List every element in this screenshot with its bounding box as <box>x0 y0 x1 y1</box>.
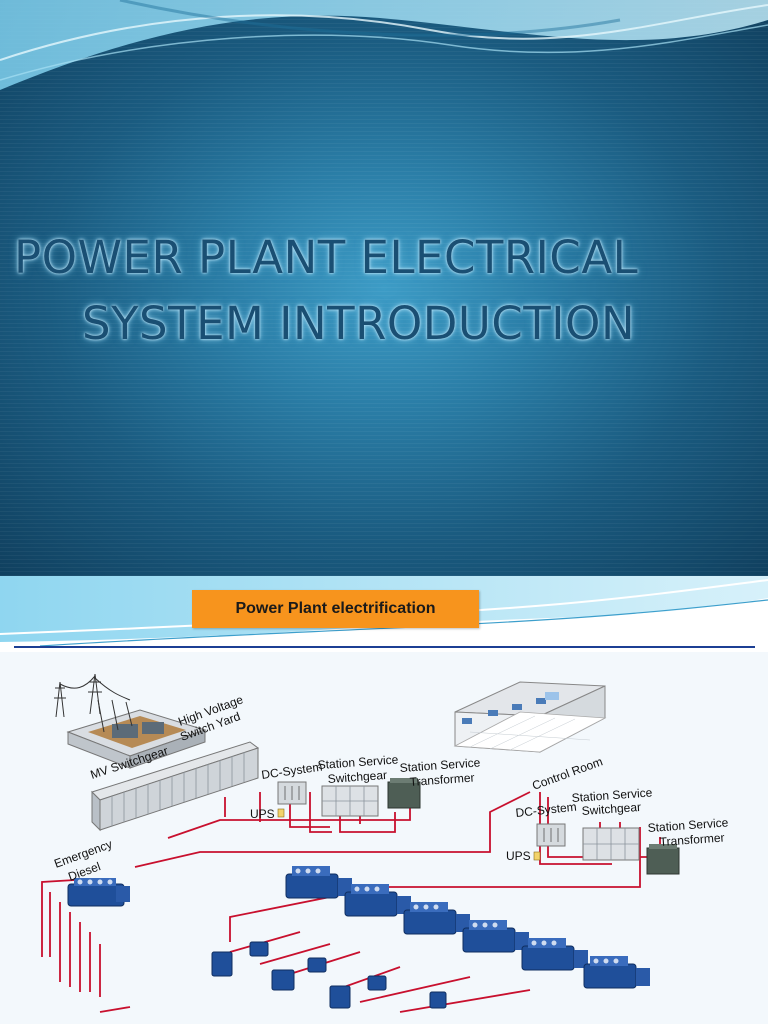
dc-system-2 <box>533 823 566 861</box>
station-service-transformer-1 <box>387 778 421 809</box>
station-service-switchgear-1 <box>321 785 379 817</box>
dc-system-1 <box>277 781 307 818</box>
mv-switchgear <box>91 741 260 832</box>
ss-transformer-1-label-b: Transformer <box>409 770 475 788</box>
header-divider <box>14 646 755 648</box>
ss-switchgear-1-label-a: Station Service <box>317 752 399 772</box>
genset-3 <box>403 902 470 935</box>
dc-system-2-label: DC-System <box>515 800 577 820</box>
station-service-switchgear-2 <box>582 827 640 861</box>
dc-system-1-label: DC-System <box>260 760 323 782</box>
title-line-2: SYSTEM INTRODUCTION <box>82 297 636 351</box>
ss-switchgear-1-label-b: Switchgear <box>327 768 387 786</box>
control-room-label: Control Room <box>530 754 604 792</box>
high-voltage-switch-yard <box>54 673 207 769</box>
ss-switchgear-2-label-a: Station Service <box>571 785 653 805</box>
title-slide: POWER PLANT ELECTRICAL SYSTEM INTRODUCTI… <box>0 0 768 576</box>
ss-transformer-2-label-a: Station Service <box>647 815 729 835</box>
slide-header: Power Plant electrification <box>192 590 479 628</box>
electrification-slide: Power Plant electrification <box>0 576 768 1024</box>
generator-sets <box>285 866 650 989</box>
genset-4 <box>462 920 529 953</box>
title-line-1: POWER PLANT ELECTRICAL <box>14 231 639 284</box>
emergency-diesel <box>67 878 130 907</box>
genset-2 <box>344 884 411 917</box>
ss-switchgear-2-label-b: Switchgear <box>581 800 641 818</box>
ups-2-label: UPS <box>506 849 531 863</box>
slide-title: POWER PLANT ELECTRICAL SYSTEM INTRODUCTI… <box>0 225 768 357</box>
electrification-diagram: High Voltage Switch Yard MV Switchgear <box>0 652 768 1024</box>
top-wave-decoration <box>0 0 768 90</box>
control-room <box>453 681 607 753</box>
genset-1 <box>285 866 352 899</box>
ss-transformer-2-label-b: Transformer <box>659 830 725 848</box>
genset-5 <box>521 938 588 971</box>
ups-1-label: UPS <box>250 807 275 821</box>
ss-transformer-1-label-a: Station Service <box>399 755 481 775</box>
genset-6 <box>583 956 650 989</box>
station-service-transformer-2 <box>646 844 680 875</box>
auxiliary-units <box>211 941 447 1009</box>
